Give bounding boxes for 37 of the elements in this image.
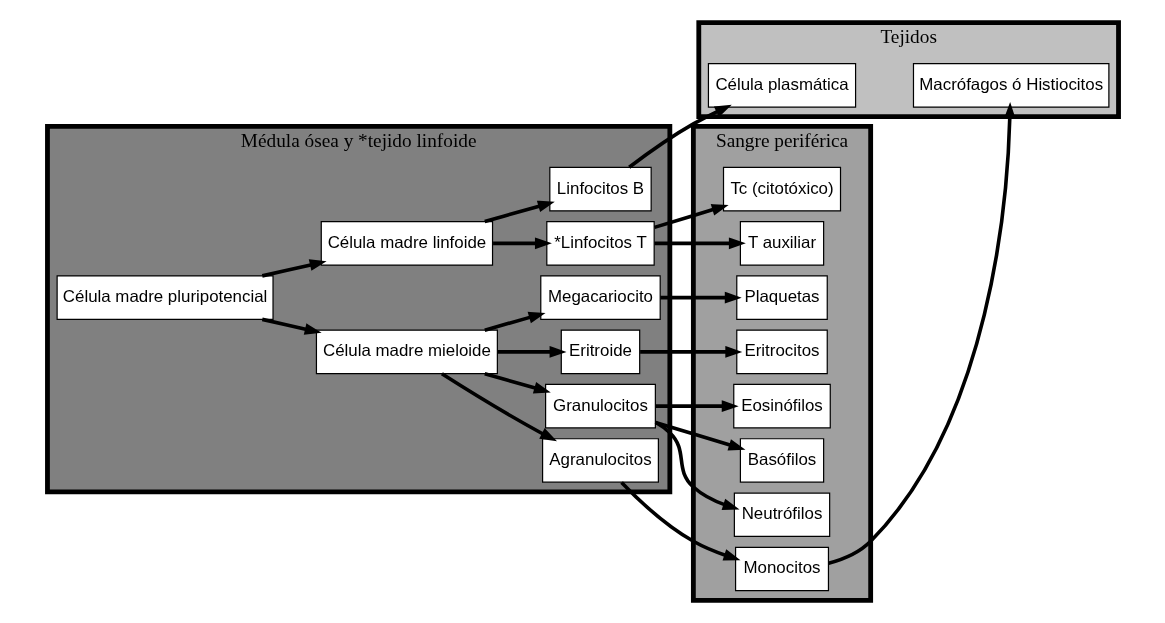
arrow xyxy=(627,104,732,169)
node-box: Plaquetas xyxy=(735,275,828,320)
node-box: Eosinófilos xyxy=(732,383,831,429)
node-box: Linfocitos B xyxy=(548,166,652,212)
node-box: *Linfocitos T xyxy=(545,221,655,266)
node-box: Megacariocito xyxy=(539,275,661,320)
arrow xyxy=(261,259,327,278)
arrow xyxy=(497,345,566,358)
node-box: Célula madre pluripotencial xyxy=(56,275,274,320)
node-box: Monocitos xyxy=(734,546,829,592)
arrow xyxy=(654,420,740,510)
node-box: Basófilos xyxy=(739,438,824,483)
node-box: Macrófagos ó Histiocitos xyxy=(912,63,1109,108)
arrow xyxy=(639,345,742,358)
node-box: Tc (citotóxico) xyxy=(722,166,841,212)
arrow xyxy=(654,420,745,451)
arrow xyxy=(492,237,552,250)
arrow xyxy=(483,311,546,332)
arrow xyxy=(483,200,555,224)
node-box: T auxiliar xyxy=(739,221,824,266)
arrow xyxy=(440,372,557,442)
arrow xyxy=(261,317,322,335)
arrow xyxy=(653,237,746,250)
arrow xyxy=(659,291,742,304)
arrow xyxy=(653,204,729,230)
node-box: Eritroide xyxy=(560,329,640,375)
arrow xyxy=(619,481,740,561)
arrow xyxy=(827,101,1016,565)
node-box: Neutrófilos xyxy=(733,492,830,538)
node-box: Célula madre mieloide xyxy=(315,329,498,375)
arrow xyxy=(654,400,739,413)
arrow xyxy=(483,371,551,394)
node-box: Célula madre linfoide xyxy=(320,221,493,266)
node-box: Célula plasmática xyxy=(707,63,856,108)
node-box: Granulocitos xyxy=(544,383,656,429)
node-box: Eritrocitos xyxy=(735,329,828,375)
node-box: Agranulocitos xyxy=(541,438,659,483)
